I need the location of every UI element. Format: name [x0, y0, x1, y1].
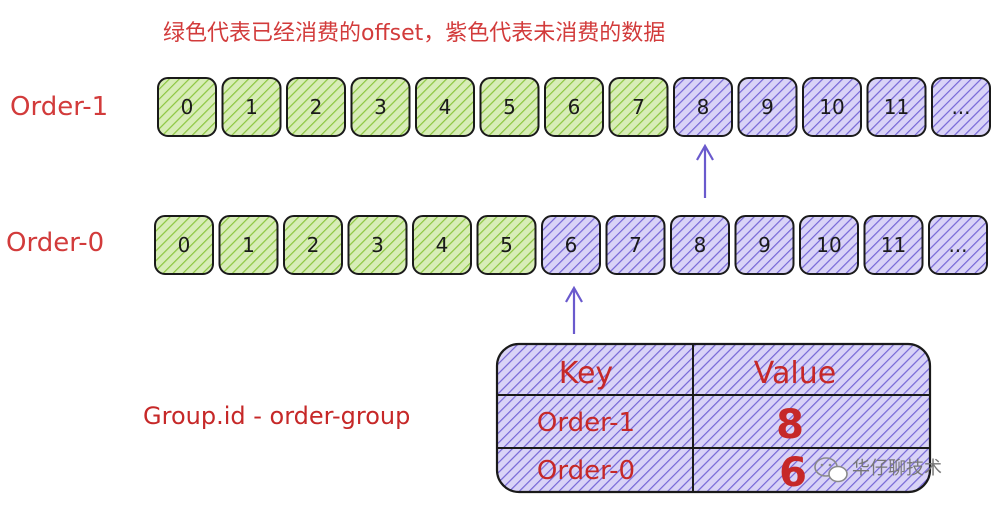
offset-cell-label: 9	[758, 233, 771, 257]
offset-cell: 1	[221, 77, 282, 137]
unconsumed-offset-box	[863, 215, 924, 275]
unconsumed-offset-box	[673, 77, 733, 137]
offset-cell-label: ...	[951, 95, 970, 119]
offset-cell: 8	[673, 77, 733, 137]
consumed-offset-box	[608, 77, 669, 137]
offset-cell: 0	[154, 215, 214, 275]
consumed-offset-box	[157, 77, 217, 137]
watermark-text: 华仔聊技术	[852, 458, 942, 479]
offset-cell-label: 2	[310, 95, 323, 119]
offset-arrow-order-0	[565, 285, 583, 334]
table-row-key: Order-1	[537, 408, 635, 438]
offset-arrow-order-1	[696, 143, 714, 198]
offset-cell-label: 10	[816, 233, 841, 257]
consumer-group-label: Group.id - order-group	[143, 402, 410, 430]
consumed-offset-box	[286, 77, 346, 137]
watermark: 华仔聊技术	[814, 457, 942, 483]
partition-row-order-1: 0 1 2 3 4 5 6 7 8 9 10 11...	[157, 77, 991, 137]
unconsumed-offset-box	[866, 77, 927, 137]
offset-cell-label: 3	[371, 233, 384, 257]
unconsumed-offset-box	[931, 77, 991, 137]
consumed-offset-box	[415, 77, 475, 137]
offset-cell-label: 5	[503, 95, 516, 119]
offset-cell-label: 0	[181, 95, 194, 119]
offset-cell-label: 5	[500, 233, 513, 257]
offset-cell: 3	[347, 215, 408, 275]
offset-cell-label: 7	[629, 233, 642, 257]
table-row-key: Order-0	[537, 456, 635, 486]
offset-cell-label: 1	[245, 95, 258, 119]
unconsumed-offset-box	[734, 215, 795, 275]
offset-cell: 11	[866, 77, 927, 137]
unconsumed-offset-box	[670, 215, 730, 275]
offset-cell-label: 7	[632, 95, 645, 119]
offset-cell-label: 2	[307, 233, 320, 257]
offset-cell-label: ...	[948, 233, 967, 257]
partition-label-order-0: Order-0	[6, 228, 104, 258]
table-header-key: Key	[559, 356, 613, 391]
diagram-title: 绿色代表已经消费的offset，紫色代表未消费的数据	[163, 21, 665, 46]
offset-cell: 10	[799, 215, 859, 275]
offset-cell-label: 9	[761, 95, 774, 119]
unconsumed-offset-box	[737, 77, 798, 137]
consumed-offset-box	[283, 215, 343, 275]
offset-cell-label: 10	[819, 95, 844, 119]
unconsumed-offset-box	[928, 215, 988, 275]
unconsumed-offset-box	[802, 77, 862, 137]
offset-cell-label: 6	[568, 95, 581, 119]
consumed-offset-box	[479, 77, 540, 137]
offset-cell: 3	[350, 77, 411, 137]
consumed-offset-box	[347, 215, 408, 275]
consumed-offset-box	[218, 215, 279, 275]
offset-cell-label: 6	[565, 233, 578, 257]
offset-cell-label: 1	[242, 233, 255, 257]
consumed-offset-box	[154, 215, 214, 275]
offset-cell: 7	[608, 77, 669, 137]
offset-cell-label: 11	[884, 95, 909, 119]
table-header-value: Value	[754, 356, 836, 391]
offset-cell-label: 11	[881, 233, 906, 257]
consumed-offset-box	[412, 215, 472, 275]
offset-cell-label: 3	[374, 95, 387, 119]
offset-cell: 0	[157, 77, 217, 137]
offset-cell: 5	[476, 215, 537, 275]
offset-cell-label: 0	[178, 233, 191, 257]
offset-cell: 6	[541, 215, 601, 275]
offset-cell-label: 8	[694, 233, 707, 257]
consumed-offset-box	[544, 77, 604, 137]
offset-cell-label: 4	[436, 233, 449, 257]
offset-cell: 7	[605, 215, 666, 275]
unconsumed-offset-box	[799, 215, 859, 275]
offset-table: Key Value Order-1 8 Order-0 6	[495, 342, 932, 496]
offset-cell: 6	[544, 77, 604, 137]
consumed-offset-box	[221, 77, 282, 137]
wechat-icon	[814, 457, 848, 483]
offset-cell: 2	[283, 215, 343, 275]
offset-cell: 5	[479, 77, 540, 137]
offset-cell: 9	[737, 77, 798, 137]
offset-cell-label: 4	[439, 95, 452, 119]
offset-cell: 10	[802, 77, 862, 137]
consumed-offset-box	[350, 77, 411, 137]
unconsumed-offset-box	[541, 215, 601, 275]
offset-cell: ...	[931, 77, 991, 137]
offset-cell: ...	[928, 215, 988, 275]
offset-cell: 11	[863, 215, 924, 275]
offset-cell: 1	[218, 215, 279, 275]
offset-table-box	[495, 342, 932, 494]
table-row-value: 8	[776, 402, 804, 448]
offset-cell: 8	[670, 215, 730, 275]
partition-row-order-0: 0 1 2 3 4 5 6 7 8 9 10 11...	[154, 215, 988, 275]
partition-label-order-1: Order-1	[10, 92, 108, 122]
unconsumed-offset-box	[605, 215, 666, 275]
offset-cell: 2	[286, 77, 346, 137]
offset-cell: 4	[412, 215, 472, 275]
offset-cell-label: 8	[697, 95, 710, 119]
consumed-offset-box	[476, 215, 537, 275]
table-row-value: 6	[779, 450, 807, 496]
offset-cell: 4	[415, 77, 475, 137]
offset-cell: 9	[734, 215, 795, 275]
